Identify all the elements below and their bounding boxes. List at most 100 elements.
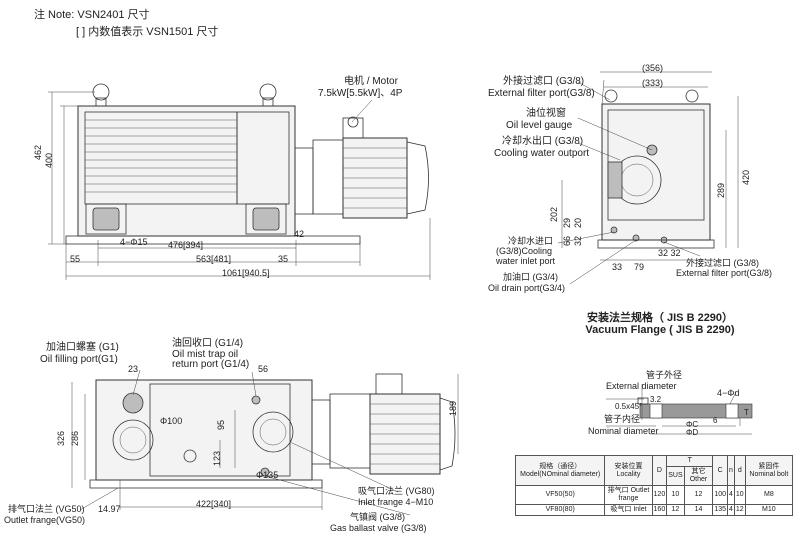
dim-32: 32 xyxy=(573,235,583,246)
dim-202: 202 xyxy=(549,206,559,222)
inlet-cn: 吸气口法兰 (VG80) xyxy=(358,486,435,496)
oil-mist-en-2: return port (G1/4) xyxy=(172,359,250,370)
oil-mist-en-1: Oil mist trap oil xyxy=(172,349,239,360)
motor-label-cn: 电机 / Motor xyxy=(344,76,398,87)
dim-476: 476[394] xyxy=(168,240,204,250)
ext-filter-top-en: External filter port(G3/8) xyxy=(488,88,595,99)
cell-other: 14 xyxy=(683,504,714,516)
dim-333: (333) xyxy=(642,78,664,88)
dim-1061: 1061[940.5] xyxy=(222,268,270,278)
nom-diameter-en: Nominal diameter xyxy=(588,426,659,436)
nom-diameter-cn: 管子内径 xyxy=(604,414,641,424)
header-c: C xyxy=(712,455,728,486)
dim-326: 326 xyxy=(56,430,66,446)
dim-286: 286 xyxy=(70,430,80,446)
dim-462: 462 xyxy=(33,144,43,160)
cell-d-outer: 160 xyxy=(651,504,668,516)
dim-66: 66 xyxy=(562,235,572,246)
table-row: VF80(80) 吸气口 Inlet 160 12 14 135 4 12 M1… xyxy=(514,504,794,516)
gas-ballast-en: Gas ballast valve (G3/8) xyxy=(330,523,427,533)
front-view-drawing xyxy=(48,83,431,280)
dim-400: 400 xyxy=(44,152,54,168)
oil-mist-cn: 油回收口 (G1/4) xyxy=(172,338,244,349)
cell-n: 4 xyxy=(727,504,735,516)
dim-289: 289 xyxy=(716,182,726,198)
dim-55: 55 xyxy=(70,254,81,264)
cell-d-outer: 120 xyxy=(651,485,668,505)
cell-sus: 12 xyxy=(666,504,685,516)
flange-spec-table: 规格（通径）Model(NOminal diameter) 安装位置 Local… xyxy=(514,455,794,516)
dim-4-phi-15: 4−Φ15 xyxy=(120,237,148,247)
oil-drain-en: Oil drain port(G3/4) xyxy=(488,283,566,293)
oil-level-cn: 油位视窗 xyxy=(526,108,566,119)
dim-23: 23 xyxy=(128,364,139,374)
oil-level-en: Oil level gauge xyxy=(506,120,573,131)
header-n: n xyxy=(727,455,735,486)
dim-33: 33 xyxy=(612,262,623,272)
dim-35: 35 xyxy=(278,254,289,264)
cell-sus: 10 xyxy=(666,485,685,505)
side-view-drawing xyxy=(557,71,739,285)
cell-d-bolt-hole: 10 xyxy=(733,485,746,505)
dim-phi-135: Φ135 xyxy=(256,470,279,480)
header-d-outer: D xyxy=(651,455,668,486)
flange-title-cn: 安装法兰规格（ JIS B 2290） xyxy=(586,312,734,324)
header-model: 规格（通径）Model(NOminal diameter) xyxy=(514,455,606,486)
ext-filter-top-cn: 外接过滤口 (G3/8) xyxy=(503,76,585,87)
dim-phi-d: ΦD xyxy=(686,428,699,437)
dim-phi-100: Φ100 xyxy=(160,416,183,426)
oil-drain-cn: 加油口 (G3/4) xyxy=(503,272,559,282)
cell-model: VF80(80) xyxy=(514,504,606,516)
cell-model: VF50(50) xyxy=(514,485,606,505)
header-nominal-bolt: 紧固件 Nominal bolt xyxy=(744,455,794,486)
dim-chamfer: 0.5x45° xyxy=(615,402,643,411)
cooling-out-en: Cooling water outport xyxy=(494,148,590,159)
cooling-in-cn: 冷却水进口 xyxy=(508,236,554,246)
outlet-en: Outlet frange(VG50) xyxy=(4,515,86,525)
dim-420: 420 xyxy=(741,169,751,185)
cooling-in-en: water inlet port xyxy=(496,256,556,266)
cooling-in-g: (G3/8)Cooling xyxy=(496,246,553,256)
dim-95: 95 xyxy=(216,419,226,430)
dim-32-32: 32 32 xyxy=(658,248,681,258)
dim-14-97: 14.97 xyxy=(98,504,121,514)
note-line-1: 注 Note: VSN2401 尺寸 xyxy=(34,9,150,21)
dim-123: 123 xyxy=(212,450,222,466)
cell-c: 100 xyxy=(712,485,728,505)
dim-189: 189 xyxy=(448,400,458,416)
cell-c: 135 xyxy=(712,504,728,516)
dim-phi-c: ΦC xyxy=(686,420,699,429)
note-line-2: [ ] 内数值表示 VSN1501 尺寸 xyxy=(76,26,219,38)
cell-d-bolt-hole: 12 xyxy=(733,504,746,516)
dim-42: 42 xyxy=(294,229,305,239)
cell-locality: 吸气口 Inlet xyxy=(604,504,653,516)
dim-79: 79 xyxy=(634,262,645,272)
header-sus: SUS xyxy=(666,466,685,486)
ext-diameter-en: External diameter xyxy=(606,381,677,391)
cell-locality: 排气口 Outlet frange xyxy=(604,485,653,505)
cell-other: 12 xyxy=(683,485,714,505)
dim-29: 29 xyxy=(562,217,572,228)
motor-label-spec: 7.5kW[5.5kW]、4P xyxy=(318,88,403,99)
table-row: VF50(50) 排气口 Outlet frange 120 10 12 100… xyxy=(514,485,794,505)
flange-title-en: Vacuum Flange ( JIS B 2290) xyxy=(585,324,735,336)
dim-4-phi-d: 4−Φd xyxy=(717,388,740,398)
dim-3-2: 3.2 xyxy=(650,395,662,404)
inlet-en: Inlet frange 4−M10 xyxy=(358,497,434,507)
cell-bolt: M8 xyxy=(744,485,794,505)
dim-563: 563[481] xyxy=(196,254,232,264)
flange-section-drawing xyxy=(606,384,753,435)
cooling-out-cn: 冷却水出口 (G3/8) xyxy=(502,136,584,147)
top-view-drawing xyxy=(71,369,459,516)
oil-fill-en: Oil filling port(G1) xyxy=(40,354,118,365)
header-t: T xyxy=(666,455,714,467)
ext-filter-bottom-en: External filter port(G3/8) xyxy=(676,268,773,278)
ext-diameter-cn: 管子外径 xyxy=(646,370,683,380)
header-locality: 安装位置 Locality xyxy=(604,455,653,486)
cell-bolt: M10 xyxy=(744,504,794,516)
dim-20: 20 xyxy=(573,217,583,228)
outlet-cn: 排气口法兰 (VG50) xyxy=(8,504,85,514)
dim-356: (356) xyxy=(642,63,664,73)
header-other: 其它 Other xyxy=(683,466,714,486)
